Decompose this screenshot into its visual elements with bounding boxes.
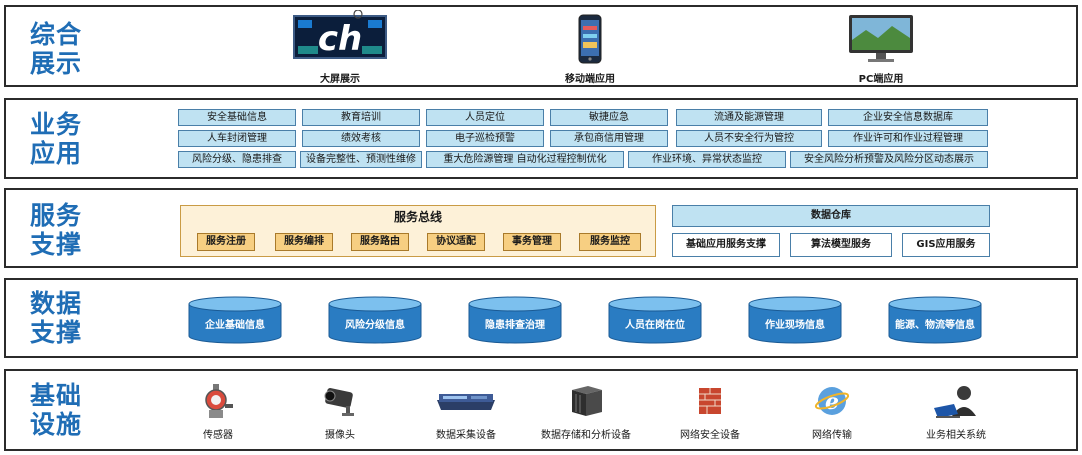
data-store-cylinder: 人员在岗在位 <box>608 296 702 344</box>
biz-cell: 绩效考核 <box>302 130 420 147</box>
mobile-phone-icon <box>578 14 602 64</box>
service-bus-title: 服务总线 <box>393 210 442 224</box>
svg-text:e: e <box>825 389 839 415</box>
big-screen-display: ch 大屏展示 <box>290 10 390 85</box>
biz-cell: 设备完整性、预测性维修 <box>300 151 422 168</box>
database-cylinder-icon <box>888 296 982 344</box>
business-layer-title: 业务 应用 <box>30 110 83 168</box>
biz-cell: 电子巡检预警 <box>426 130 544 147</box>
data-store-cylinder: 企业基础信息 <box>188 296 282 344</box>
data-store-label: 风险分级信息 <box>345 320 405 331</box>
infra-label: 摄像头 <box>325 430 355 441</box>
biz-cell: 人车封闭管理 <box>178 130 296 147</box>
service-bus-panel: 服务总线 服务注册 服务编排 服务路由 协议适配 事务管理 服务监控 <box>180 205 656 257</box>
database-cylinder-icon <box>188 296 282 344</box>
data-store-cylinder: 作业现场信息 <box>748 296 842 344</box>
display-layer-title: 综合 展示 <box>30 20 83 78</box>
pc-monitor-icon <box>849 15 913 62</box>
biz-cell: 安全风险分析预警及风险分区动态展示 <box>790 151 988 168</box>
database-cylinder-icon <box>328 296 422 344</box>
database-cylinder-icon <box>468 296 562 344</box>
server-icon <box>572 386 602 416</box>
bus-item: 事务管理 <box>503 233 561 251</box>
biz-cell: 流通及能源管理 <box>676 109 822 126</box>
biz-cell: 重大危险源管理 自动化过程控制优化 <box>426 151 624 168</box>
big-screen-text: ch <box>318 19 362 59</box>
sensor-icon <box>205 384 233 418</box>
warehouse-item: GIS应用服务 <box>902 233 990 257</box>
data-store-label: 人员在岗在位 <box>625 320 685 331</box>
bus-item: 服务编排 <box>275 233 333 251</box>
data-warehouse-title: 数据仓库 <box>672 205 990 227</box>
biz-cell: 安全基础信息 <box>178 109 296 126</box>
network-globe-icon: e <box>814 387 850 415</box>
database-cylinder-icon <box>608 296 702 344</box>
biz-cell: 风险分级、隐患排查 <box>178 151 296 168</box>
infra-label: 业务相关系统 <box>926 430 986 441</box>
biz-cell: 敏捷应急 <box>550 109 668 126</box>
biz-cell: 承包商信用管理 <box>550 130 668 147</box>
data-store-cylinder: 风险分级信息 <box>328 296 422 344</box>
biz-cell: 作业环境、异常状态监控 <box>628 151 786 168</box>
bus-item: 服务路由 <box>351 233 409 251</box>
data-store-label: 能源、物流等信息 <box>895 320 975 331</box>
mobile-app-display: 移动端应用 <box>550 14 630 85</box>
infra-label: 数据采集设备 <box>436 430 496 441</box>
data-store-label: 企业基础信息 <box>205 320 265 331</box>
infra-label: 传感器 <box>203 430 233 441</box>
firewall-icon <box>699 388 721 414</box>
infrastructure-layer <box>4 369 1078 451</box>
infrastructure-layer-title: 基础 设施 <box>30 381 83 439</box>
bus-item: 服务注册 <box>197 233 255 251</box>
data-store-label: 作业现场信息 <box>765 320 825 331</box>
infra-label: 网络传输 <box>812 430 852 441</box>
service-layer-title: 服务 支撑 <box>30 201 83 259</box>
biz-cell: 作业许可和作业过程管理 <box>828 130 988 147</box>
warehouse-item: 算法模型服务 <box>790 233 892 257</box>
big-screen-label: 大屏展示 <box>320 74 360 85</box>
biz-cell: 企业安全信息数据库 <box>828 109 988 126</box>
data-store-cylinder: 隐患排查治理 <box>468 296 562 344</box>
data-store-label: 隐患排查治理 <box>485 320 545 331</box>
infra-label: 网络安全设备 <box>680 430 740 441</box>
bus-item: 服务监控 <box>579 233 641 251</box>
camera-icon <box>324 388 354 416</box>
warehouse-item: 基础应用服务支撑 <box>672 233 780 257</box>
biz-cell: 教育培训 <box>302 109 420 126</box>
biz-cell: 人员不安全行为管控 <box>676 130 822 147</box>
database-cylinder-icon <box>748 296 842 344</box>
data-store-cylinder: 能源、物流等信息 <box>888 296 982 344</box>
mobile-app-label: 移动端应用 <box>565 74 615 85</box>
biz-cell: 人员定位 <box>426 109 544 126</box>
pc-app-label: PC端应用 <box>858 74 904 85</box>
big-screen-icon: ch <box>293 10 387 59</box>
bus-item: 协议适配 <box>427 233 485 251</box>
operator-icon <box>934 386 976 418</box>
data-layer-title: 数据 支撑 <box>30 289 83 347</box>
data-collector-icon <box>437 394 495 410</box>
infra-label: 数据存储和分析设备 <box>541 430 631 441</box>
pc-app-display: PC端应用 <box>838 14 924 85</box>
